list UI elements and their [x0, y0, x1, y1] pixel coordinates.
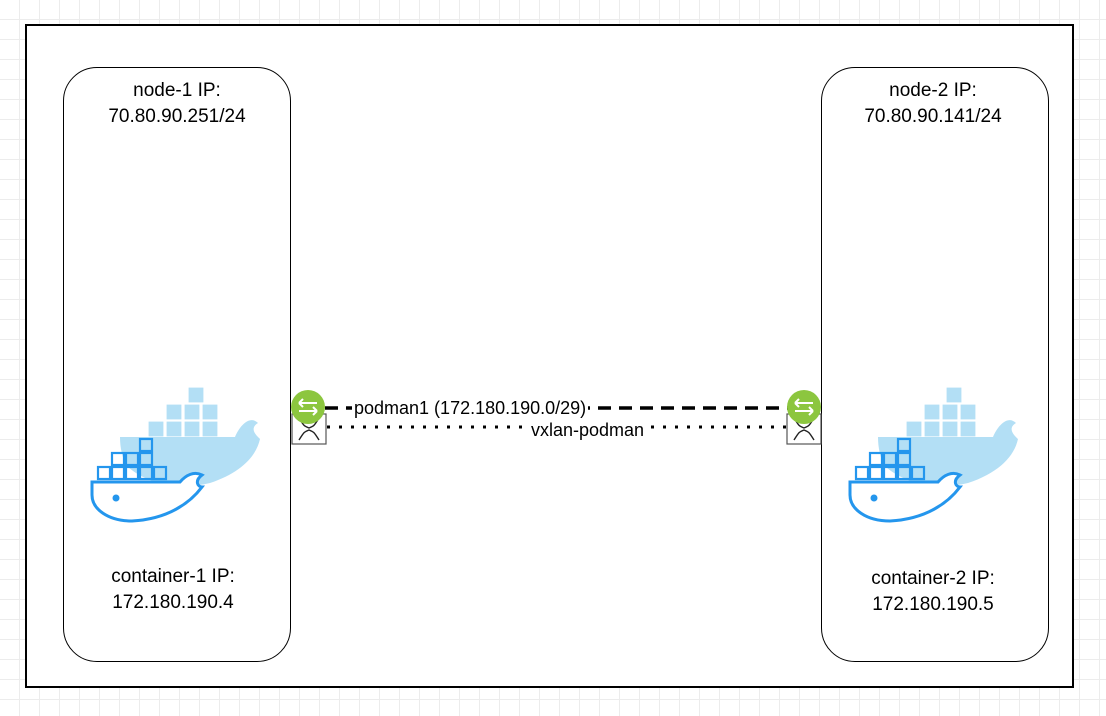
node-1-ip-label: node-1 IP:: [133, 80, 221, 101]
bridge-link-label: podman1 (172.180.190.0/29): [352, 398, 589, 418]
container-1-ip-label: container-1 IP:: [111, 566, 235, 587]
container-2-ip-block: container-2 IP: 172.180.190.5: [819, 566, 1047, 618]
container-2-ip: 172.180.190.5: [872, 594, 994, 615]
docker-whale-icon: [90, 385, 262, 523]
container-2-ip-label: container-2 IP:: [871, 568, 995, 589]
container-1-ip: 172.180.190.4: [112, 592, 234, 613]
node-2-ip-label-block: node-2 IP: 70.80.90.141/24: [819, 78, 1047, 130]
node-2-ip-label: node-2 IP:: [889, 80, 977, 101]
node-1-box: [63, 67, 291, 662]
vxlan-link-label: vxlan-podman: [529, 420, 647, 440]
node-2-ip: 70.80.90.141/24: [864, 106, 1002, 127]
network-bridge-icon: [786, 389, 822, 425]
node-1-ip: 70.80.90.251/24: [108, 106, 246, 127]
node-1-ip-label-block: node-1 IP: 70.80.90.251/24: [63, 78, 291, 130]
network-bridge-icon: [290, 389, 326, 425]
docker-whale-icon: [848, 385, 1020, 523]
container-1-ip-block: container-1 IP: 172.180.190.4: [59, 564, 287, 616]
node-2-box: [821, 67, 1049, 662]
